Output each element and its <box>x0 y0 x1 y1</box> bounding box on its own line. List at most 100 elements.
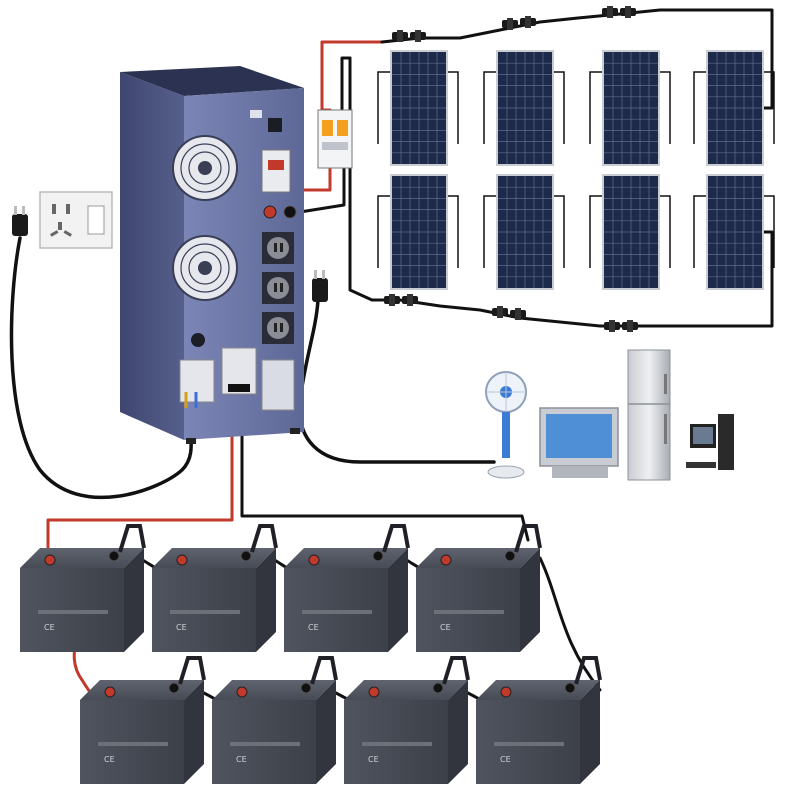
fan-icon <box>485 371 527 479</box>
ac-output-socket <box>262 312 294 344</box>
panel-lead-wire <box>377 195 390 268</box>
battery-positive-terminal <box>236 686 248 698</box>
battery-positive-terminal <box>308 554 320 566</box>
inverter <box>120 66 304 444</box>
mc4-connector-icon <box>602 6 618 18</box>
mc4-connector-icon <box>392 30 408 42</box>
inverter-top <box>120 66 304 96</box>
panel-lead-wire <box>448 71 459 144</box>
battery-ce-mark: CE <box>440 623 451 632</box>
dc-breaker[interactable] <box>261 149 291 193</box>
desktop-computer-icon <box>686 414 734 470</box>
solar-panel <box>390 50 448 166</box>
battery-ce-mark: CE <box>308 623 319 632</box>
pv-circuit-breaker[interactable] <box>317 109 353 169</box>
panel-lead-wire <box>377 71 390 144</box>
pv-negative-wire <box>340 56 352 114</box>
panel-lead-wire <box>693 195 706 268</box>
battery-icon: CE <box>344 656 470 784</box>
grid-input-cable <box>9 236 194 500</box>
battery-handle <box>118 524 146 553</box>
cooling-fan-icon <box>172 135 238 201</box>
ac-output-cable <box>297 298 496 464</box>
battery-handle <box>514 524 542 553</box>
battery-positive-terminal <box>500 686 512 698</box>
battery-icon: CE <box>20 524 146 652</box>
battery-icon: CE <box>212 656 338 784</box>
ac-output-socket <box>262 232 294 264</box>
panel-lead-wire <box>660 195 671 268</box>
wall-socket-icon <box>50 204 72 237</box>
battery-handle <box>382 524 410 553</box>
ac-output-socket <box>262 272 294 304</box>
panel-lead-wire <box>693 71 706 144</box>
mc4-connector-icon <box>620 6 636 18</box>
solar-panel-array <box>377 50 775 290</box>
battery-icon: CE <box>80 656 206 784</box>
battery-ce-mark: CE <box>44 623 55 632</box>
inverter-switch[interactable] <box>268 118 282 132</box>
panel-lead-wire <box>764 71 775 144</box>
panel-lead-wire <box>589 71 602 144</box>
panel-lead-wire <box>764 195 775 268</box>
battery-ce-mark: CE <box>104 755 115 764</box>
battery-negative-terminal <box>372 550 384 562</box>
mc4-connector-icon <box>510 308 526 320</box>
battery-negative-terminal <box>432 682 444 694</box>
pv-positive-terminal <box>263 205 277 219</box>
inverter-side <box>120 72 184 440</box>
pv-negative-terminal <box>283 205 297 219</box>
battery-positive-terminal <box>440 554 452 566</box>
panel-lead-wire <box>660 71 671 144</box>
battery-positive-terminal <box>44 554 56 566</box>
mc4-connector-icon <box>622 320 638 332</box>
solar-panel <box>602 50 660 166</box>
solar-panel <box>602 174 660 290</box>
solar-panel <box>496 174 554 290</box>
battery-series-link-5 <box>538 556 602 692</box>
mc4-connector-icon <box>502 18 518 30</box>
battery-handle <box>442 656 470 685</box>
grid-plug-icon <box>12 206 28 236</box>
mc4-connector-icon <box>384 294 400 306</box>
battery-negative-terminal <box>564 682 576 694</box>
battery-handle <box>310 656 338 685</box>
wall-switch[interactable] <box>87 205 105 235</box>
panel-lead-wire <box>554 71 565 144</box>
battery-handle <box>178 656 206 685</box>
battery-icon: CE <box>284 524 410 652</box>
mc4-connector-icon <box>492 306 508 318</box>
tv-icon <box>539 407 619 478</box>
refrigerator-icon <box>627 349 671 481</box>
battery-negative-terminal <box>108 550 120 562</box>
battery-negative-terminal <box>240 550 252 562</box>
solar-panel <box>706 174 764 290</box>
battery-handle <box>574 656 602 685</box>
battery-ce-mark: CE <box>236 755 247 764</box>
battery-positive-terminal <box>176 554 188 566</box>
battery-negative-terminal <box>504 550 516 562</box>
panel-lead-wire <box>554 195 565 268</box>
battery-ce-mark: CE <box>176 623 187 632</box>
inverter-knob[interactable] <box>191 333 205 347</box>
panel-lead-wire <box>589 195 602 268</box>
mc4-connector-icon <box>604 320 620 332</box>
mc4-connector-icon <box>520 16 536 28</box>
mc4-connectors <box>384 6 638 332</box>
battery-negative-terminal <box>300 682 312 694</box>
mc4-connector-icon <box>402 294 418 306</box>
battery-icon: CE <box>152 524 278 652</box>
pv-positive-wire <box>320 40 384 114</box>
battery-handle <box>250 524 278 553</box>
inverter-cover-plate <box>261 359 295 411</box>
panel-lead-wire <box>448 195 459 268</box>
cooling-fan-icon <box>172 235 238 301</box>
battery-icon: CE <box>416 524 542 652</box>
battery-negative-terminal <box>168 682 180 694</box>
solar-panel <box>496 50 554 166</box>
solar-panel <box>390 174 448 290</box>
battery-positive-terminal <box>368 686 380 698</box>
battery-icon: CE <box>476 656 602 784</box>
panel-lead-wire <box>483 195 496 268</box>
